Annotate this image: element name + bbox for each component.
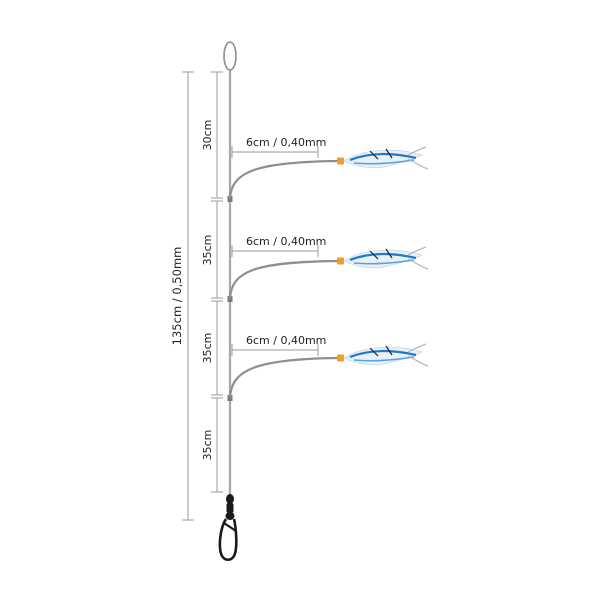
segment-label-3: 35cm: [201, 333, 214, 364]
segment-label-1: 30cm: [201, 120, 214, 151]
dropper-label-1: 6cm / 0,40mm: [246, 136, 326, 149]
segment-label-2: 35cm: [201, 235, 214, 266]
dropper-label-3: 6cm / 0,40mm: [246, 334, 326, 347]
segment-label-4: 35cm: [201, 430, 214, 461]
dropper-label-2: 6cm / 0,40mm: [246, 235, 326, 248]
blue-white-feather-lure-icon: [343, 246, 429, 270]
orange-bead-icon: [337, 157, 344, 165]
main-line: [223, 41, 237, 496]
segment-dimensions: 30cm 35cm 35cm 35cm: [201, 71, 223, 493]
total-length-label: 135cm / 0,50mm: [170, 247, 184, 346]
dropper-2: 6cm / 0,40mm: [228, 235, 429, 300]
total-length-dimension: 135cm / 0,50mm: [170, 71, 194, 521]
orange-bead-icon: [337, 354, 344, 362]
top-loop-icon: [223, 41, 237, 71]
snap-swivel-icon: [218, 494, 238, 562]
orange-bead-icon: [337, 257, 344, 265]
dropper-3: 6cm / 0,40mm: [228, 334, 429, 399]
blue-white-feather-lure-icon: [343, 146, 429, 170]
dropper-1: 6cm / 0,40mm: [228, 136, 429, 200]
blue-white-feather-lure-icon: [343, 343, 429, 367]
